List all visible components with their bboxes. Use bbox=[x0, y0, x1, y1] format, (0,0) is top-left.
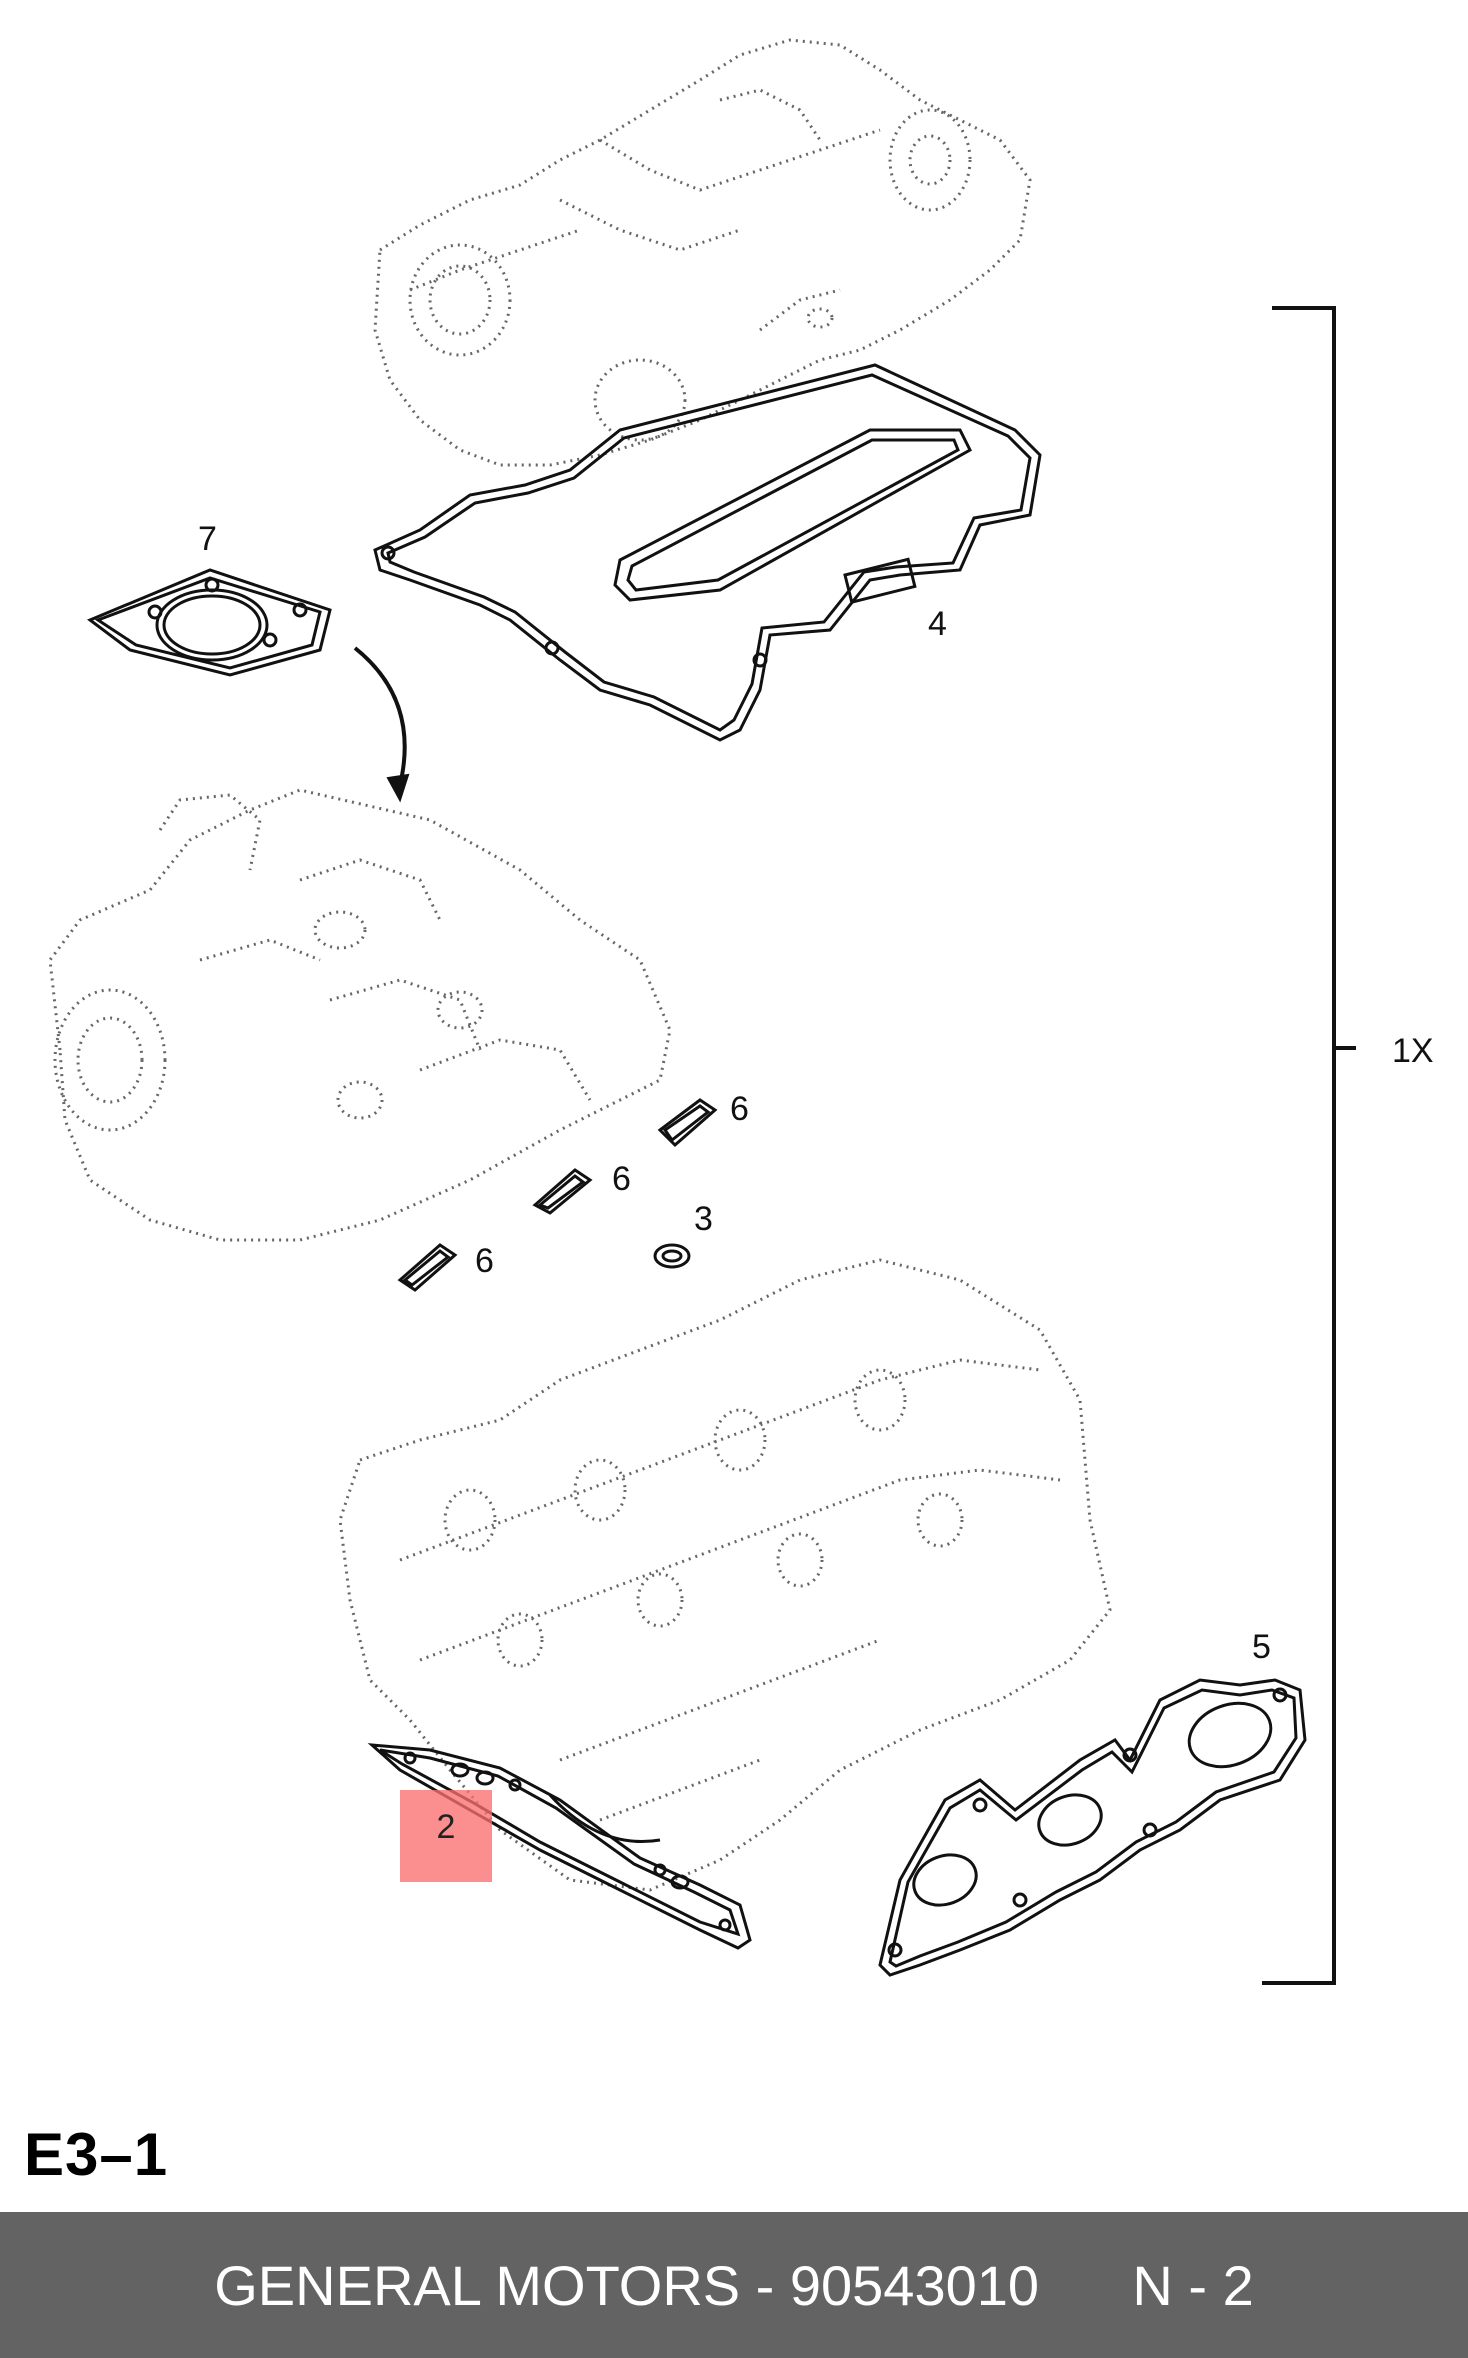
callout-3: 3 bbox=[694, 1200, 713, 1238]
port-seals bbox=[397, 1098, 718, 1292]
callout-2: 2 bbox=[436, 1808, 456, 1846]
exploded-parts-diagram: 7 4 6 6 6 3 5 1X bbox=[48, 38, 1434, 1985]
callout-6b: 6 bbox=[612, 1160, 631, 1198]
quantity-label: 1X bbox=[1392, 1032, 1434, 1070]
intake-manifold-reference bbox=[48, 788, 672, 1242]
kit-bracket bbox=[1262, 306, 1356, 1985]
valve-cover-gasket bbox=[373, 363, 1042, 742]
callout-6a: 6 bbox=[730, 1090, 749, 1128]
highlight-box bbox=[400, 1790, 492, 1882]
section-code: E3–1 bbox=[24, 2121, 169, 2188]
footer-code: N - 2 bbox=[1132, 2253, 1254, 2317]
arrow-head-icon bbox=[386, 773, 410, 803]
cylinder-head-reference bbox=[338, 1258, 1112, 1892]
seal-ring bbox=[653, 1243, 691, 1269]
footer-spacer bbox=[1039, 2253, 1132, 2318]
callout-7: 7 bbox=[198, 520, 217, 558]
assembly-arrow bbox=[353, 646, 407, 786]
footer-part-number: GENERAL MOTORS - 90543010 bbox=[214, 2253, 1040, 2317]
exhaust-manifold-gasket bbox=[878, 1678, 1307, 1977]
callout-4: 4 bbox=[928, 605, 947, 643]
footer-bar: GENERAL MOTORS - 90543010 N - 2 bbox=[0, 2212, 1468, 2358]
callout-6c: 6 bbox=[475, 1242, 494, 1280]
valve-cover-reference bbox=[373, 38, 1032, 467]
callout-5: 5 bbox=[1252, 1628, 1271, 1666]
flange-gasket bbox=[87, 568, 332, 677]
